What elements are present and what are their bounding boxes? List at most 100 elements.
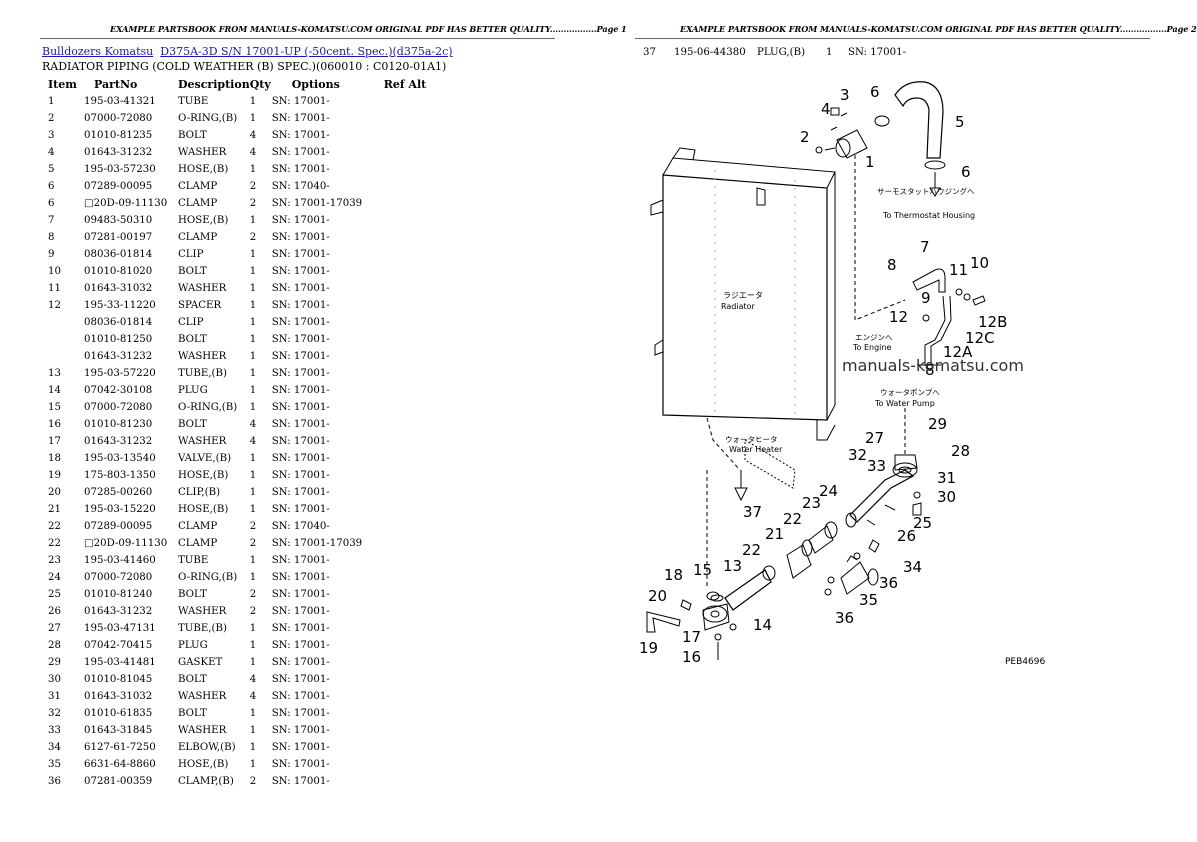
cell-item: 3 [48,130,55,141]
cell-partno: 195-03-41481 [84,657,156,668]
cell-description: BOLT [178,674,207,685]
cell-item: 9 [48,249,55,260]
cell-options: SN: 17001-17039 [271,538,363,549]
cell-options: SN: 17001- [271,606,330,617]
cell-partno: 07289-00095 [84,181,153,192]
callout-28: 28 [951,442,970,460]
cell-qty: 1 [249,283,257,294]
breadcrumb-link-category[interactable]: Bulldozers Komatsu [42,45,154,58]
header-rule [40,38,555,39]
cell-item: 22 [48,521,61,532]
label-engine-en: To Engine [852,343,891,352]
callout-12: 12 [889,308,908,326]
cell-refalt [384,331,427,348]
callout-1: 1 [865,153,875,171]
cell-description: PLUG [178,640,208,651]
cell-options: SN: 17001- [271,385,330,396]
cell-partno: □20D-09-11130 [84,538,168,549]
cell-item: 22 [48,538,61,549]
cell-qty: 1 [249,334,257,345]
breadcrumb-link-model[interactable]: D375A-3D S/N 17001-UP (-50cent. Spec.)(d… [160,45,453,58]
cell-options: SN: 17001- [271,215,330,226]
callout-27: 27 [865,429,884,447]
callout-18: 18 [664,566,683,584]
callout-5: 5 [955,113,965,131]
cell-refalt [384,637,427,654]
breadcrumb: Bulldozers Komatsu D375A-3D S/N 17001-UP… [42,45,453,58]
cell-refalt [384,246,427,263]
cell-description: HOSE,(B) [178,470,229,481]
cell-qty: 2 [249,589,257,600]
cell-qty: 1 [249,572,257,583]
cell-description: O-RING,(B) [178,402,238,413]
cell-qty: 4 [249,147,257,158]
cell-options: SN: 17001- [271,334,330,345]
cell-item: 29 [48,657,61,668]
cell-description: HOSE,(B) [178,164,229,175]
cell-options: SN: 17001-17039 [271,198,363,209]
cell-description: TUBE [178,555,209,566]
callout-36b: 36 [835,609,854,627]
cell-item [42,331,84,348]
cell-description: WASHER [178,725,227,736]
cell-description: TUBE,(B) [178,623,227,634]
callout-16: 16 [682,648,701,666]
cell-refalt [384,195,427,212]
cell-description: SPACER [178,300,222,311]
callout-22b: 22 [742,541,761,559]
callout-12b: 12B [978,313,1007,331]
cell-partno: 01010-81235 [84,130,153,141]
label-radiator-jp: ラジエータ [723,291,763,300]
cell-refalt [384,705,427,722]
cell-qty: 1 [249,385,257,396]
cell-options: SN: 17001- [271,759,330,770]
cell-partno: 07000-72080 [84,572,153,583]
cell-description: CLAMP,(B) [178,776,234,787]
cell-partno: 01643-31232 [84,351,153,362]
callout-36: 36 [879,574,898,592]
cell-refalt [384,144,427,161]
cell-partno: 07281-00197 [84,232,153,243]
cell-item [42,314,84,331]
label-radiator-en: Radiator [721,302,756,311]
cell-item: 2 [48,113,55,124]
cell-options: SN: 17001- [271,436,330,447]
cell-partno: 01010-61835 [84,708,153,719]
label-heater-jp: ウォータヒータ [725,435,778,444]
cell-refalt [384,93,427,110]
cell-description: O-RING,(B) [178,113,238,124]
cell-description: HOSE,(B) [178,759,229,770]
column-header-item: Item [48,78,77,91]
cell-partno: 07000-72080 [84,402,153,413]
cell-partno: 01010-81250 [84,334,153,345]
cell-qty: 4 [249,436,257,447]
cell-refalt [384,382,427,399]
cell-refalt [384,552,427,569]
cell-item: 23 [48,555,61,566]
cell-refalt [384,654,427,671]
callout-34: 34 [903,558,922,576]
cell-partno: 07281-00359 [84,776,153,787]
cell-options: SN: 17001- [271,725,330,736]
callout-9: 9 [921,289,931,307]
cell-description: ELBOW,(B) [178,742,236,753]
cell-partno: 09483-50310 [84,215,153,226]
cell-refalt [384,110,427,127]
cell-item: 8 [48,232,55,243]
cell-refalt [384,722,427,739]
cell-qty: 1 [249,504,257,515]
cell-partno: 01643-31232 [84,147,153,158]
cell-partno: 6631-64-8860 [84,759,156,770]
cell-qty: 1 [249,368,257,379]
cell-qty: 1 [249,96,257,107]
cell-item: 25 [48,589,61,600]
